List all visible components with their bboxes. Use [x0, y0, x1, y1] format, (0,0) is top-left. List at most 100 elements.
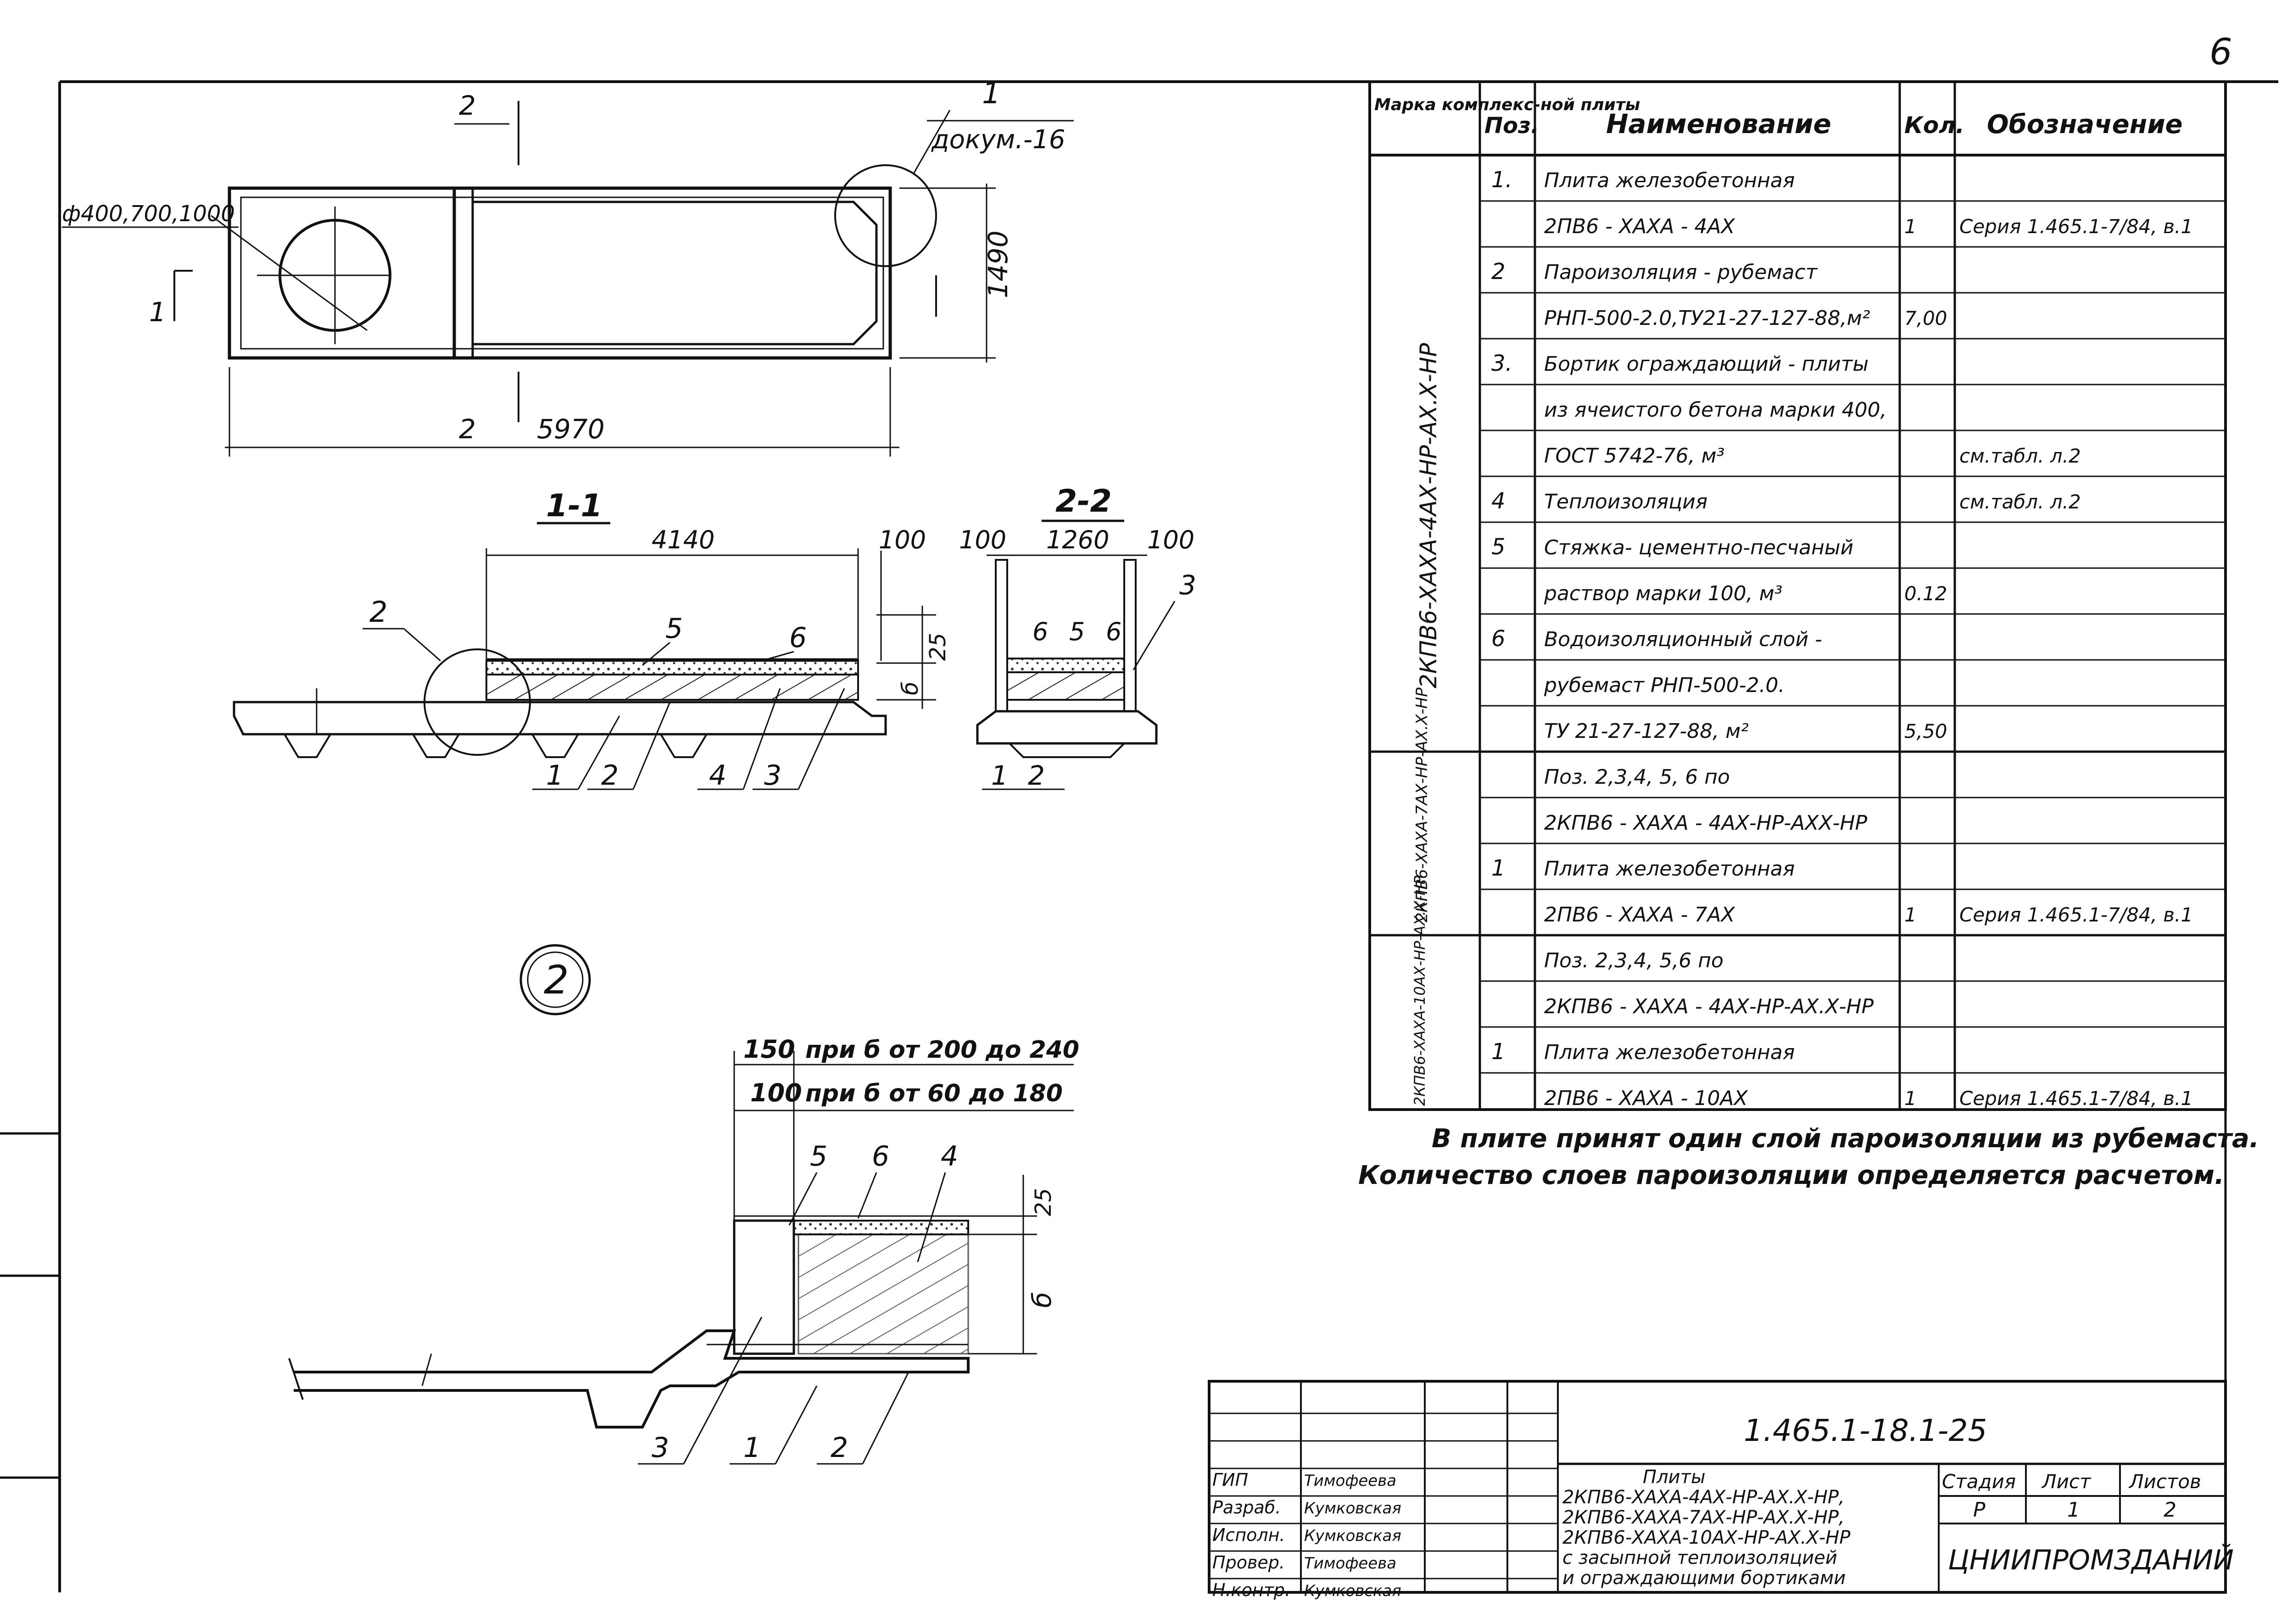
spec-row-qty: 7,00 [1904, 307, 1947, 329]
spec-row-name: Бортик ограждающий - плиты [1544, 352, 1869, 376]
spec-row-name: Плита железобетонная [1544, 857, 1795, 881]
s22-label-1: 1 [991, 760, 1008, 791]
page-number: 6 [2209, 32, 2232, 73]
sheet-label: Лист [2041, 1470, 2092, 1493]
spec-row-pos: 4 [1491, 488, 1506, 514]
detail-label-2: 2 [831, 1432, 848, 1464]
spec-row-lines [1480, 200, 2226, 1074]
plan-cut-2-top: 2 [459, 90, 476, 121]
staff-name: Тимофеева [1304, 1554, 1396, 1573]
plan-callout-num: 1 [982, 77, 1001, 111]
plan-dim-length: 5970 [537, 413, 605, 445]
spec-row-name: Пароизоляция - рубемаст [1544, 261, 1818, 284]
section-1-1-dim-25: 25 [925, 633, 951, 661]
staff-role: Разраб. [1212, 1497, 1281, 1518]
spec-group-mark-2: 2КПВ6-ХАХА-7АХ-НР-АХ.Х-НР [1413, 687, 1431, 922]
staff-role: Н.контр. [1212, 1580, 1290, 1600]
section-1-1-dim-right: 100 [879, 525, 926, 554]
sheet-value: 1 [2067, 1498, 2080, 1522]
detail-dim1-note: при б от 200 до 240 [805, 1036, 1079, 1064]
section-1-1: 1-1 4140 100 2 25 б 5 6 1 2 4 [233, 488, 951, 792]
spec-row-pos: 6 [1491, 626, 1506, 652]
spec-row-qty: 1 [1904, 215, 1917, 238]
detail-dim2-note: при б от 60 до 180 [805, 1080, 1063, 1107]
spec-header-mark: Марка комплекс-ной плиты [1374, 95, 1640, 114]
section-1-1-dim-top: 4140 [652, 525, 714, 554]
spec-row-name: рубемаст РНП-500-2.0. [1544, 674, 1785, 697]
spec-row-name: 2ПВ6 - ХАХА - 7АХ [1544, 903, 1735, 926]
s22-dim-mid: 1260 [1046, 525, 1109, 554]
detail-label-6: 6 [872, 1140, 889, 1172]
staff-role: ГИП [1212, 1470, 1248, 1490]
section-1-1-callout: 2 [369, 595, 387, 629]
title-line: 2КПВ6-ХАХА-4АХ-НР-АХ.Х-НР, [1562, 1487, 1845, 1508]
detail-label-1: 1 [743, 1432, 761, 1464]
spec-row-pos: 5 [1491, 534, 1506, 560]
plan-callout-ref: докум.-16 [931, 125, 1065, 155]
detail-dim-b: б [1027, 1292, 1057, 1308]
spec-row-name: Стяжка- цементно-песчаный [1544, 536, 1853, 559]
s22-dim-right: 100 [1147, 525, 1194, 554]
plan-cut-1: 1 [149, 296, 166, 328]
spec-row-name: Поз. 2,3,4, 5,6 по [1544, 949, 1724, 972]
s22-dim-left: 100 [959, 525, 1006, 554]
title-line: и ограждающими бортиками [1562, 1568, 1846, 1589]
spec-row-pos: 1 [1491, 1039, 1506, 1065]
s22-label-5: 5 [1069, 617, 1085, 646]
spec-rows: 1. Плита железобетонная 2ПВ6 - ХАХА - 4АХ 1… [1491, 167, 2193, 1110]
section-1-1-dim-b: б [898, 681, 923, 695]
stage-label: Стадия [1942, 1470, 2016, 1493]
staff-name: Кумковская [1304, 1527, 1401, 1545]
s22-label-2: 2 [1028, 760, 1045, 791]
spec-row-name: Водоизоляционный слой - [1544, 628, 1822, 651]
spec-header-name: Наименование [1606, 108, 1831, 140]
detail-label-5: 5 [810, 1140, 827, 1172]
plan-view: 1 докум.-16 ф400,700,1000 1 2 2 5970 149… [62, 77, 1074, 457]
doc-code: 1.465.1-18.1-25 [1744, 1413, 1987, 1448]
section-2-2: 2-2 100 1260 100 6 5 6 3 1 2 [959, 483, 1196, 791]
spec-row-name: Плита железобетонная [1544, 169, 1795, 192]
staff-role: Исполн. [1212, 1525, 1285, 1545]
detail-2: 2 150 при б от 200 до 240 100 при б от 6… [288, 944, 1079, 1465]
spec-row-name: Поз. 2,3,4, 5, 6 по [1544, 765, 1730, 789]
spec-table: Марка комплекс-ной плиты Поз. Наименован… [1368, 80, 2227, 1111]
spec-row-designation: см.табл. л.2 [1959, 491, 2081, 513]
spec-row-pos: 1. [1491, 167, 1512, 193]
spec-group-mark-1: 2КПВ6-ХАХА-4АХ-НР-АХ.Х-НР [1415, 343, 1442, 688]
s11-label-6: 6 [789, 622, 807, 654]
plan-hole-dia: ф400,700,1000 [62, 201, 235, 227]
spec-row-designation: см.табл. л.2 [1959, 445, 2081, 467]
title-line: Плиты [1643, 1467, 1706, 1488]
s11-label-5: 5 [665, 613, 683, 645]
staff-name: Кумковская [1304, 1499, 1401, 1518]
spec-row-qty: 0.12 [1904, 582, 1947, 605]
section-1-1-title: 1-1 [546, 488, 602, 524]
spec-row-name: ГОСТ 5742-76, м³ [1544, 444, 1724, 468]
spec-row-name: 2ПВ6 - ХАХА - 4АХ [1544, 215, 1735, 238]
spec-row-designation: Серия 1.465.1-7/84, в.1 [1959, 1087, 2193, 1110]
title-line: 2КПВ6-ХАХА-7АХ-НР-АХ.Х-НР, [1562, 1507, 1845, 1528]
stage-value: Р [1973, 1498, 1986, 1522]
detail-2-num: 2 [544, 957, 569, 1003]
s22-label-3: 3 [1179, 569, 1196, 601]
title-line: с засыпной теплоизоляцией [1562, 1547, 1837, 1568]
s11-label-1: 1 [546, 759, 563, 792]
s22-label-6a: 6 [1032, 617, 1048, 646]
s11-label-3: 3 [764, 759, 781, 792]
spec-row-name: из ячеистого бетона марки 400, [1544, 398, 1887, 422]
spec-group-mark-3: 2КПВ6-ХАХА-10АХ-НР-АХ.Х-НР [1411, 875, 1428, 1106]
spec-header-qty: Кол. [1904, 112, 1964, 139]
plan-dim-width: 1490 [982, 230, 1014, 298]
detail-dim-25: 25 [1031, 1188, 1056, 1216]
plan-detail-callout [834, 164, 937, 267]
s22-label-6b: 6 [1106, 617, 1121, 646]
detail-label-4: 4 [941, 1140, 958, 1172]
detail-dim1-val: 150 [743, 1035, 795, 1064]
spec-row-pos: 2 [1491, 259, 1506, 285]
spec-row-name: Теплоизоляция [1544, 490, 1707, 513]
staff-name: Кумковская [1304, 1582, 1401, 1600]
spec-row-name: 2КПВ6 - ХАХА - 4АХ-НР-АХХ-НР [1544, 811, 1868, 835]
